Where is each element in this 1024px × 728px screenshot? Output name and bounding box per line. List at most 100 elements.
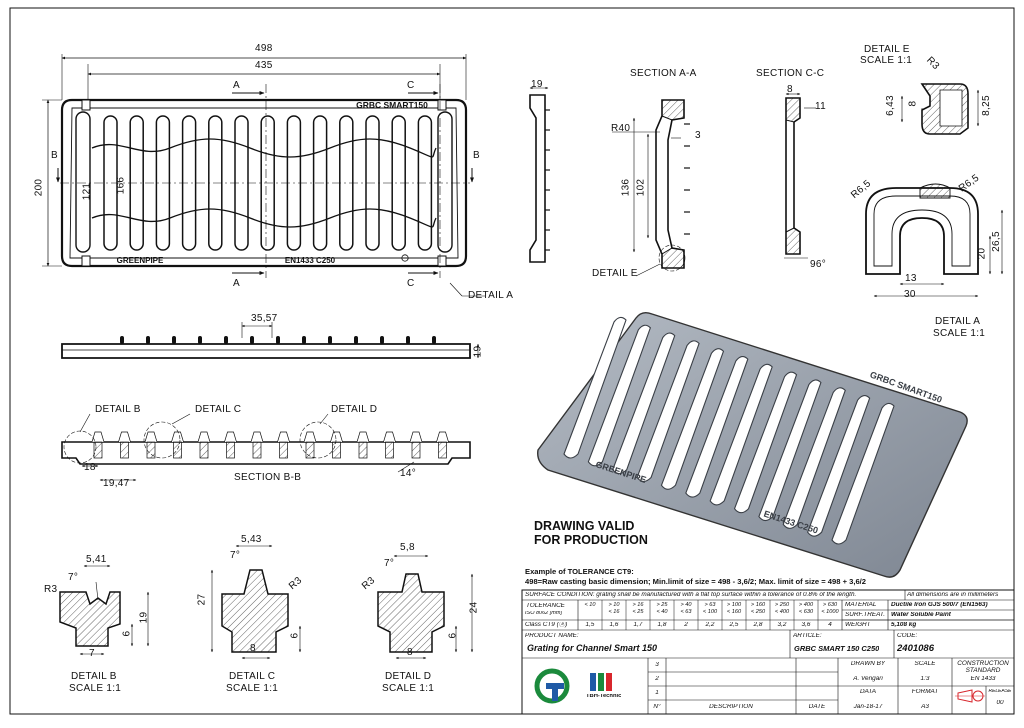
bb-dim-18: 18 [84,462,96,473]
section-rib [330,431,343,443]
grating-slot [312,115,328,251]
section-rib [91,431,105,443]
tolerance-title: Example of TOLERANCE CT9: [525,567,634,576]
aa-dim-r40: R40 [611,123,631,134]
section-rib [409,431,423,443]
section-rib-hatch [332,441,341,459]
detail-a-callout: DETAIL A [468,290,514,301]
section-marker-a-bottom: A [233,278,240,289]
validity-line-2: FOR PRODUCTION [534,533,648,547]
cc-dim-11: 11 [815,101,826,112]
iso-grating-slot [807,395,871,537]
side-rib [406,336,410,344]
section-rib-hatch [120,441,129,459]
detail-c-view [210,544,302,660]
tolerance-range: < 10 [584,602,596,608]
side-rib [354,336,358,344]
side-dim-19: 19 [472,345,484,358]
validity-line-1: DRAWING VALID [534,519,635,533]
weight-value: 5,108 kg [891,622,917,628]
section-rib-hatch [385,441,394,459]
section-marker-b-right: B [473,150,480,161]
detail-b-6: 6 [121,630,133,637]
detail-c-scale: SCALE 1:1 [226,683,279,694]
iso-grating-slot [831,402,895,545]
format-label: FORMAT [911,689,939,695]
format-value: A3 [921,704,929,710]
cc-dim-8: 8 [787,84,793,95]
detail-e-scale: SCALE 1:1 [860,55,913,66]
release-value: 00 [996,700,1004,706]
iso-grating-slot [758,379,822,522]
title-block-grid [521,589,1015,715]
section-rib-hatch [358,441,368,459]
tolerance-range: > 10 < 16 [608,602,620,615]
detail-d-view [377,554,474,660]
casting-top-text: GRBC SMART150 [356,100,428,110]
weight-label: WEIGHT [845,622,871,628]
bb-dim-14: 14° [400,468,417,479]
detail-e-callout: DETAIL E [592,268,638,279]
section-rib-hatch [173,441,182,459]
date-value: Jan-18-17 [853,704,883,710]
tolerance-value: 2,2 [705,622,715,628]
iso-view: GRBC SMART150 GREENPIPE EN1433 C250 [537,311,968,578]
iso-grating-slot [733,371,798,514]
aa-dim-102: 102 [635,178,647,197]
detail-a-30: 30 [904,289,916,300]
section-bb-view [61,413,471,482]
product-name-value: Grating for Channel Smart 150 [527,644,658,653]
side-rib [328,336,332,344]
scale-label: SCALE [914,661,936,667]
casting-brand-text: GREENPIPE [117,256,164,265]
detail-c-title: DETAIL C [229,671,276,682]
detail-b-7w: 7 [89,648,95,659]
iso-grating-slot [563,316,627,459]
section-aa-title: SECTION A-A [630,68,697,79]
side-dim-3557: 35,57 [251,313,278,324]
section-rib [118,431,131,443]
side-rib [432,336,436,344]
grating-slot [260,115,275,251]
section-rib [171,431,184,443]
section-rib [224,431,237,443]
aa-dim-19: 19 [531,79,543,90]
section-rib [250,431,264,443]
side-rib [146,336,150,344]
product-name-label: PRODUCT NAME: [525,633,579,639]
revision-2: 2 [655,676,659,682]
detail-b-callout: DETAIL B [95,404,141,415]
code-label: CODE: [897,633,918,639]
section-rib [197,431,211,443]
release-label: RELEASE [988,689,1012,694]
side-rib [380,336,384,344]
detail-b-r3: R3 [44,584,58,595]
detail-d-scale: SCALE 1:1 [382,683,435,694]
tolerance-value: 4 [828,622,832,628]
detail-c-543: 5,43 [241,534,262,545]
revision-3: 3 [655,662,659,668]
section-rib-hatch [146,441,156,459]
side-rib [250,336,254,344]
tolerance-value: 1,5 [585,622,595,628]
article-value: GRBC SMART 150 C250 [794,645,880,653]
detail-a-265: 26,5 [990,231,1002,252]
section-rib-hatch [411,441,421,459]
drawing-validity: DRAWING VALID FOR PRODUCTION [534,519,648,547]
section-rib-hatch [252,441,262,459]
tolerance-range: > 40 < 63 [680,602,692,615]
detail-a-20: 20 [976,247,988,260]
section-marker-b-left: B [51,150,58,161]
iso-grating-slot [685,356,749,498]
dim-overall-length-label: 498 [255,43,273,54]
dim-166-label: 166 [115,176,127,195]
detail-b-view [59,564,150,656]
side-rib [198,336,202,344]
iso-grating-slot [660,348,725,490]
revision-date-header: DATE [808,704,826,710]
iso-grating-slot [612,332,676,475]
tolerance-value: 1,7 [633,622,643,628]
detail-e-643: 6,43 [884,95,896,116]
detail-d-title: DETAIL D [385,671,432,682]
company-logo [534,668,612,704]
